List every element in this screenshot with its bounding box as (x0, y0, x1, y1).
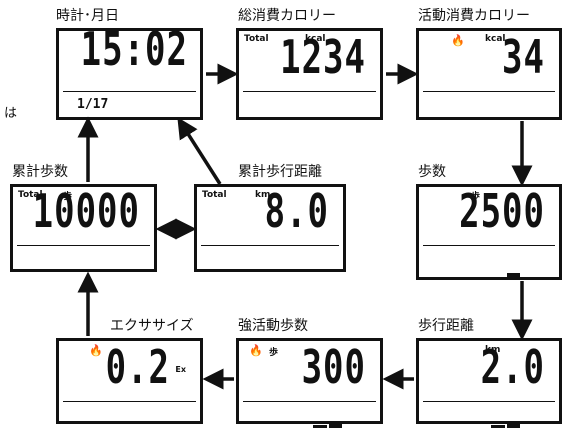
kcal-unit: kcal (305, 34, 326, 44)
total-label: Total (202, 190, 227, 200)
side-note: は (4, 106, 18, 121)
steps-title: 歩数 (418, 164, 446, 180)
divider (201, 245, 339, 246)
steps-screen: 歩 2500 (416, 184, 562, 280)
flame-icon: 🔥 (249, 344, 263, 357)
active-steps-title: 強活動歩数 (238, 318, 308, 334)
total-steps-title: 累計歩数 (12, 164, 68, 180)
distance-title: 歩行距離 (418, 318, 474, 334)
exercise-value: 0.2 (105, 341, 170, 396)
divider (63, 401, 196, 402)
clock-screen: 15:02 1/17 (56, 23, 203, 120)
clock-time: 15:02 (80, 23, 188, 78)
active-calorie-title: 活動消費カロリー (418, 8, 530, 24)
total-steps-value: 10000 (32, 185, 140, 240)
divider (243, 91, 376, 92)
active-steps-value: 300 (301, 341, 366, 396)
km-unit: km (485, 345, 501, 355)
active-calorie-screen: 🔥 kcal 34 (416, 28, 562, 120)
level-bar (491, 261, 520, 280)
steps-unit: 歩 (269, 348, 279, 358)
total-calorie-title: 総消費カロリー (238, 8, 336, 24)
total-distance-value: 8.0 (264, 185, 329, 240)
total-distance-screen: Total km 8.0 (194, 184, 346, 272)
divider (423, 91, 555, 92)
ex-unit: Ex (175, 365, 186, 374)
steps-unit: 歩 (63, 192, 73, 202)
exercise-title: エクササイズ (110, 318, 194, 334)
steps-unit: 歩 (471, 192, 481, 202)
kcal-unit: kcal (485, 34, 506, 44)
divider (17, 245, 150, 246)
distance-screen: km 2.0 (416, 338, 562, 428)
total-label: Total (18, 190, 43, 200)
total-distance-title: 累計歩行距離 (238, 164, 322, 180)
active-calorie-value: 34 (502, 31, 545, 86)
divider (423, 245, 555, 246)
total-label: Total (244, 34, 269, 44)
total-steps-screen: Total 歩 10000 (10, 184, 157, 272)
distance-value: 2.0 (480, 341, 545, 396)
clock-title: 時計･月日 (56, 8, 119, 24)
divider (63, 91, 196, 92)
km-unit: km (255, 190, 271, 200)
steps-value: 2500 (459, 185, 545, 240)
clock-date: 1/17 (77, 97, 109, 112)
total-calorie-value: 1234 (280, 31, 366, 86)
flame-icon: 🔥 (89, 344, 103, 357)
flame-icon: 🔥 (451, 34, 465, 47)
arrow-diagonal-icon (177, 117, 222, 185)
active-steps-screen: 🔥 歩 300 (236, 338, 383, 428)
divider (423, 401, 555, 402)
divider (243, 401, 376, 402)
exercise-screen: 🔥 0.2 Ex (56, 338, 203, 424)
